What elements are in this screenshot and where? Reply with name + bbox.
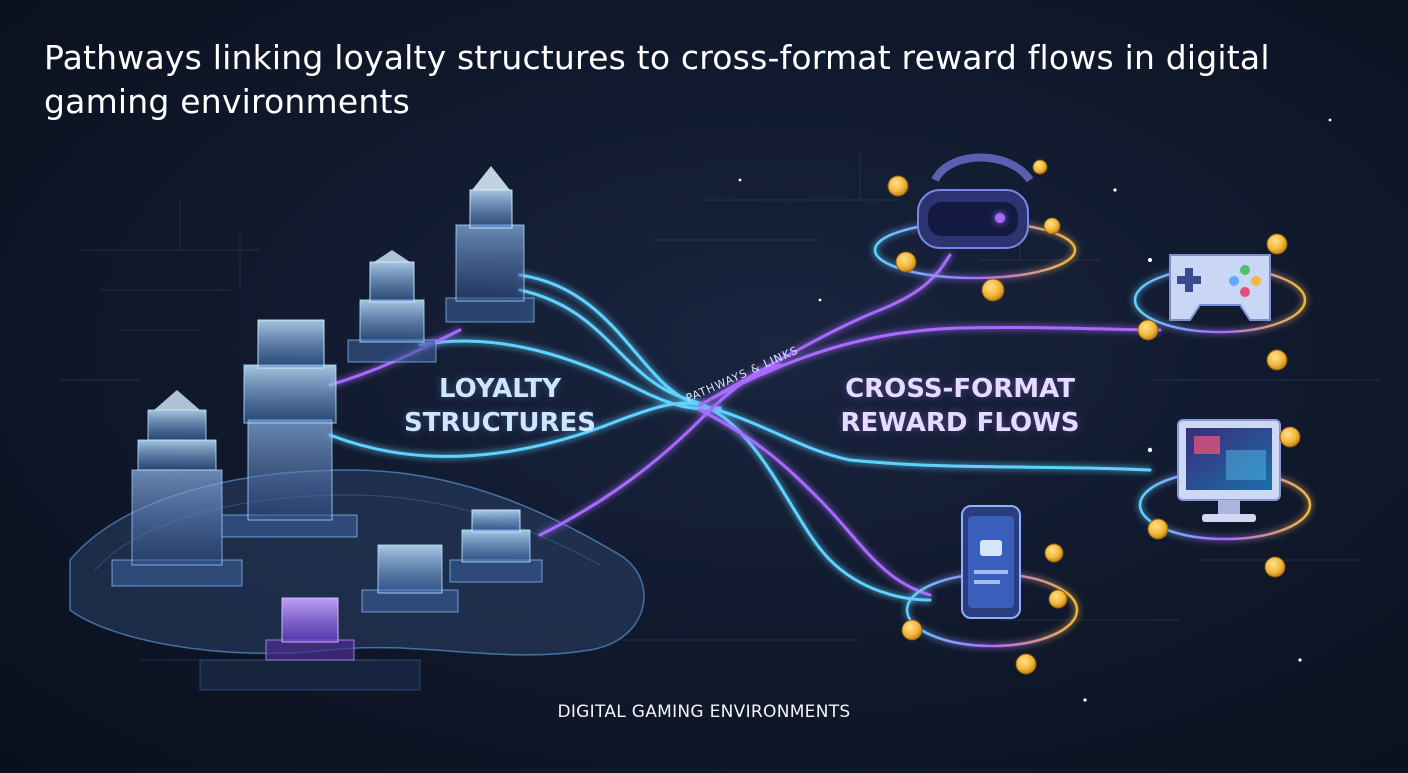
loyalty-structures-label: LOYALTY STRUCTURES bbox=[360, 372, 640, 440]
footer-caption: DIGITAL GAMING ENVIRONMENTS bbox=[557, 702, 851, 722]
smartphone-icon bbox=[961, 505, 1021, 619]
smartphone-node bbox=[905, 505, 1079, 648]
cyan-flow-lines bbox=[328, 273, 1152, 602]
controller-node bbox=[1133, 254, 1307, 334]
violet-cube bbox=[265, 597, 355, 661]
loyalty-label-line-1: LOYALTY bbox=[438, 374, 562, 404]
crystal-tower-top bbox=[445, 166, 535, 323]
cross-format-reward-flows-label: CROSS-FORMAT REWARD FLOWS bbox=[800, 372, 1120, 440]
cross-format-label-line-2: REWARD FLOWS bbox=[840, 408, 1080, 438]
page-title: Pathways linking loyalty structures to c… bbox=[44, 38, 1270, 121]
vr-headset-icon bbox=[917, 153, 1034, 249]
monitor-icon bbox=[1177, 419, 1281, 522]
pathways-links-label: PATHWAYS & LINKS bbox=[684, 344, 800, 405]
monitor-node bbox=[1138, 419, 1312, 541]
sparkles bbox=[738, 118, 1332, 702]
coin-icon bbox=[887, 159, 1301, 675]
loyalty-label-line-2: STRUCTURES bbox=[403, 408, 597, 438]
vr-headset-node bbox=[873, 153, 1077, 280]
crystal-tower-medium bbox=[347, 250, 437, 363]
crystal-tower-large bbox=[111, 390, 243, 587]
crystal-stack-small bbox=[449, 509, 543, 583]
crystal-cube-small bbox=[361, 544, 459, 613]
game-controller-icon bbox=[1169, 254, 1271, 321]
cross-format-label-line-1: CROSS-FORMAT bbox=[845, 374, 1075, 404]
crystal-tower-tall bbox=[221, 319, 358, 538]
